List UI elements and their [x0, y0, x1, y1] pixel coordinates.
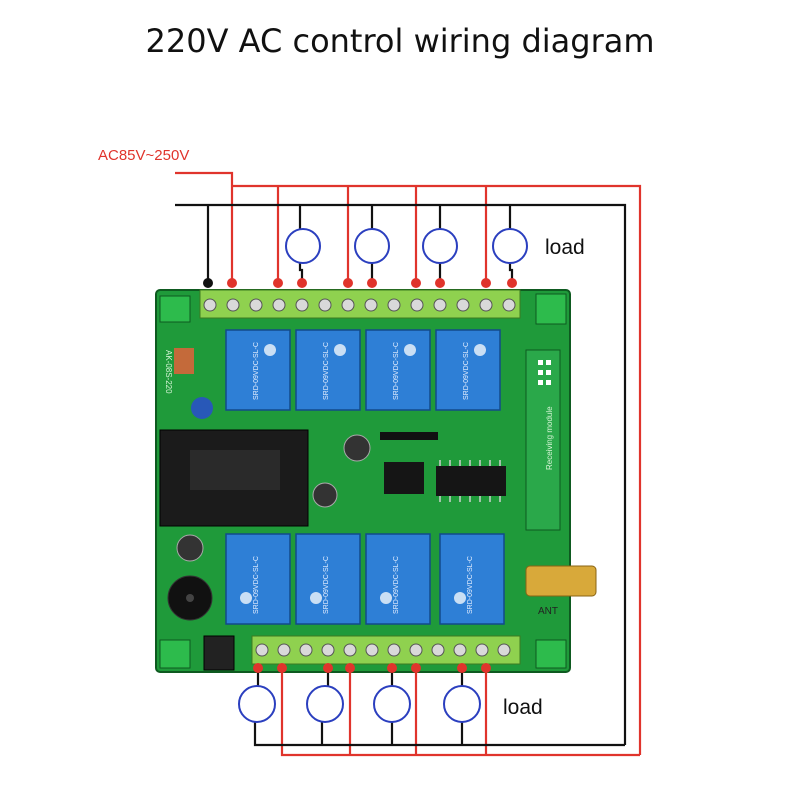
relay-4 — [435, 329, 501, 411]
supply-voltage-label: AC85V~250V — [98, 147, 189, 164]
relay-marking-3: SRD-09VDC-SL-C — [393, 342, 400, 400]
varistor — [191, 397, 213, 419]
load-drops-top — [298, 262, 514, 282]
relay-marking-5: SRD-09VDC-SL-C — [253, 556, 260, 614]
module-text: Receiving module — [545, 406, 554, 470]
relay-board: Receiving module AK-08S-220 ANT — [155, 289, 597, 673]
load-lamp-top-3 — [422, 228, 458, 264]
load-lamp-bottom-2 — [306, 685, 344, 723]
receiving-module — [525, 349, 561, 531]
neutral-bus-top — [175, 203, 627, 745]
relay-8 — [439, 533, 505, 625]
top-wiring — [175, 171, 642, 755]
relays-top — [225, 329, 501, 411]
capacitor-3 — [176, 534, 204, 562]
loads-bottom — [238, 685, 481, 723]
antenna-connector — [525, 565, 597, 597]
neutral-bus-bottom — [253, 715, 625, 747]
terminal-block-top — [199, 289, 521, 319]
bottom-wiring — [253, 668, 640, 757]
capacitor-2 — [312, 482, 338, 508]
terminal-block-bottom — [251, 635, 521, 665]
load-label-top: load — [545, 236, 585, 259]
relay-marking-6: SRD-09VDC-SL-C — [323, 556, 330, 614]
ic-chip-1 — [384, 462, 424, 494]
relay-6 — [295, 533, 361, 625]
junctions-bottom — [253, 663, 491, 673]
relay-marking-1: SRD-09VDC-SL-C — [253, 342, 260, 400]
relay-5 — [225, 533, 291, 625]
fuse — [174, 348, 194, 374]
relay-2 — [295, 329, 361, 411]
antenna-label: ANT — [538, 606, 558, 617]
load-lamp-top-1 — [285, 228, 321, 264]
ic-chip-2 — [436, 466, 506, 496]
relay-brand-marks-top — [264, 344, 486, 356]
relays-bottom — [225, 533, 505, 625]
relay-7 — [365, 533, 431, 625]
load-lamp-bottom-3 — [373, 685, 411, 723]
load-lamp-bottom-4 — [443, 685, 481, 723]
junctions-top — [203, 278, 517, 288]
diagram-title: 220V AC control wiring diagram — [145, 22, 655, 60]
load-lamp-bottom-1 — [238, 685, 276, 723]
learn-button — [203, 635, 235, 671]
relay-marking-7: SRD-09VDC-SL-C — [393, 556, 400, 614]
load-drops-bottom — [256, 668, 464, 688]
load-lamp-top-2 — [354, 228, 390, 264]
live-bus-bottom — [280, 668, 640, 757]
relay-marking-8: SRD-09VDC-SL-C — [467, 556, 474, 614]
relay-marking-4: SRD-09VDC-SL-C — [463, 342, 470, 400]
relay-1 — [225, 329, 291, 411]
model-text: AK-08S-220 — [164, 350, 173, 394]
relay-3 — [365, 329, 431, 411]
load-lamp-top-4 — [492, 228, 528, 264]
live-bus-top — [175, 171, 642, 755]
capacitor-1 — [343, 434, 371, 462]
relay-marking-2: SRD-09VDC-SL-C — [323, 342, 330, 400]
load-label-bottom: load — [503, 696, 543, 719]
terminal-screws-top — [203, 298, 516, 312]
terminal-screws-bottom — [255, 643, 511, 657]
loads-top — [285, 228, 528, 264]
